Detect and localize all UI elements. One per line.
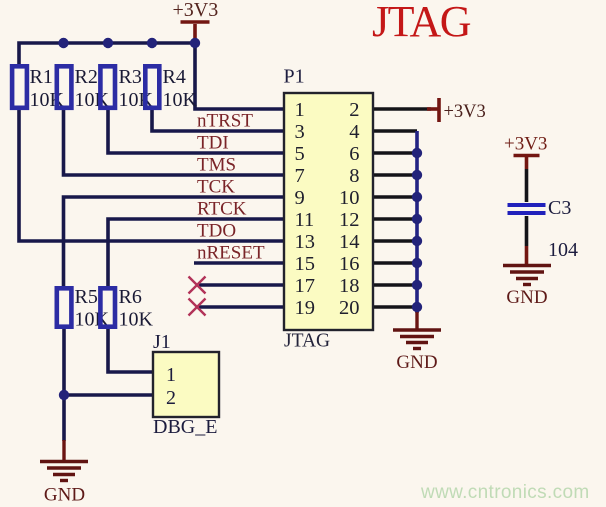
svg-text:1: 1 [166, 364, 176, 386]
svg-text:18: 18 [339, 275, 360, 297]
svg-text:+3V3: +3V3 [504, 134, 547, 155]
svg-text:GND: GND [506, 287, 547, 308]
svg-text:TCK: TCK [197, 177, 235, 198]
svg-text:19: 19 [295, 297, 316, 319]
svg-text:R5: R5 [75, 286, 98, 308]
svg-text:13: 13 [295, 231, 316, 253]
svg-text:JTAG: JTAG [372, 0, 471, 46]
svg-text:5: 5 [295, 143, 305, 165]
svg-text:nRESET: nRESET [197, 243, 265, 264]
svg-text:9: 9 [295, 187, 305, 209]
svg-text:GND: GND [44, 485, 85, 506]
svg-text:nTRST: nTRST [197, 111, 253, 132]
svg-text:10: 10 [339, 187, 360, 209]
svg-text:4: 4 [349, 121, 359, 143]
svg-text:17: 17 [295, 275, 316, 297]
svg-text:J1: J1 [153, 331, 171, 353]
svg-text:RTCK: RTCK [197, 199, 247, 220]
svg-text:1: 1 [295, 99, 305, 121]
svg-text:11: 11 [295, 209, 315, 231]
svg-text:14: 14 [339, 231, 360, 253]
svg-text:20: 20 [339, 297, 360, 319]
svg-text:6: 6 [349, 143, 359, 165]
svg-text:DBG_E: DBG_E [153, 416, 217, 438]
svg-text:2: 2 [349, 99, 359, 121]
svg-text:R6: R6 [119, 286, 142, 308]
svg-text:TDO: TDO [197, 221, 236, 242]
svg-text:10K: 10K [163, 89, 198, 111]
svg-text:3: 3 [295, 121, 305, 143]
svg-text:R2: R2 [75, 66, 98, 88]
svg-text:P1: P1 [284, 66, 305, 88]
svg-text:JTAG: JTAG [284, 331, 330, 352]
svg-text:12: 12 [339, 209, 360, 231]
svg-text:16: 16 [339, 253, 360, 275]
svg-text:2: 2 [166, 387, 176, 409]
svg-text:TDI: TDI [197, 133, 229, 154]
svg-text:TMS: TMS [197, 155, 236, 176]
svg-text:GND: GND [396, 352, 437, 373]
svg-text:10K: 10K [119, 309, 154, 331]
svg-text:15: 15 [295, 253, 316, 275]
svg-text:R3: R3 [119, 66, 142, 88]
svg-text:www.cntronics.com: www.cntronics.com [420, 482, 590, 503]
svg-text:7: 7 [295, 165, 305, 187]
svg-text:R4: R4 [163, 66, 186, 88]
svg-text:8: 8 [349, 165, 359, 187]
svg-text:C3: C3 [548, 197, 571, 219]
svg-text:+3V3: +3V3 [173, 0, 219, 21]
svg-text:+3V3: +3V3 [444, 102, 486, 122]
svg-text:R1: R1 [30, 66, 53, 88]
svg-text:104: 104 [548, 239, 578, 261]
